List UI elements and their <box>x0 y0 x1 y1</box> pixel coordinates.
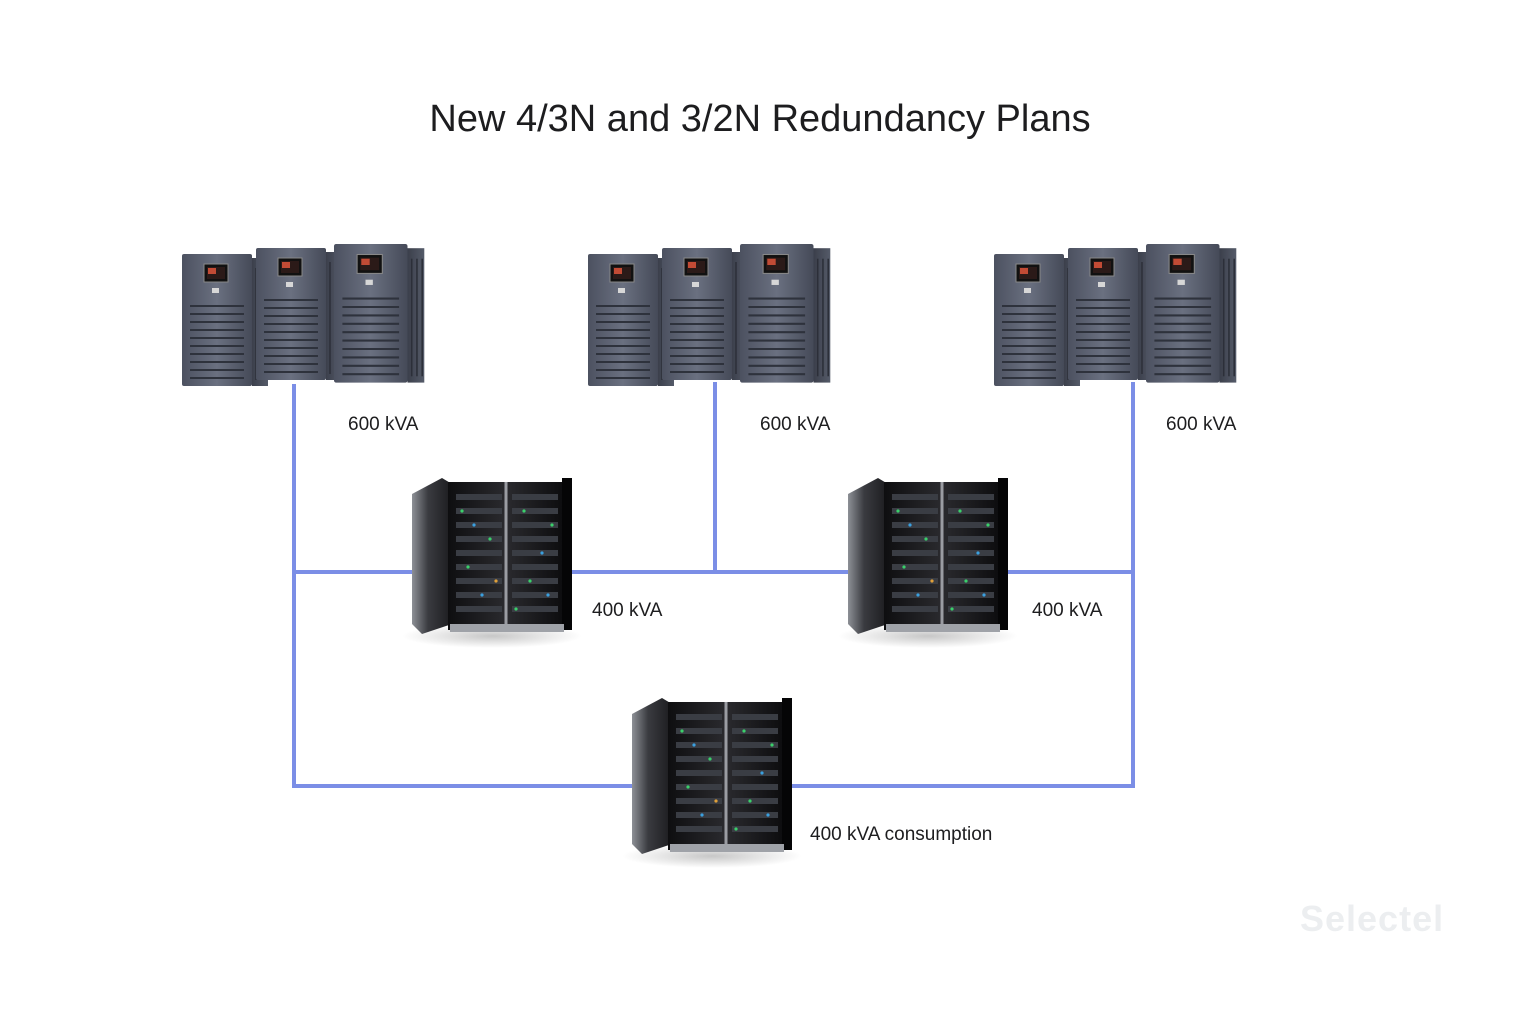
rack-3-label: 400 kVA consumption <box>810 824 993 845</box>
ups-2-label: 600 kVA <box>760 414 831 435</box>
rack-2-label: 400 kVA <box>1032 600 1103 621</box>
ups-group-3 <box>993 242 1238 387</box>
ups-3-label: 600 kVA <box>1166 414 1237 435</box>
rack-1-label: 400 kVA <box>592 600 663 621</box>
server-rack-2 <box>836 476 1020 650</box>
diagram-title: New 4/3N and 3/2N Redundancy Plans <box>429 98 1091 140</box>
ups-group-2 <box>587 242 832 387</box>
server-rack-1 <box>400 476 584 650</box>
selectel-watermark-logo: Selectel <box>1300 898 1445 939</box>
ups-group-1 <box>181 242 426 387</box>
ups-1-label: 600 kVA <box>348 414 419 435</box>
server-rack-3 <box>620 696 804 870</box>
